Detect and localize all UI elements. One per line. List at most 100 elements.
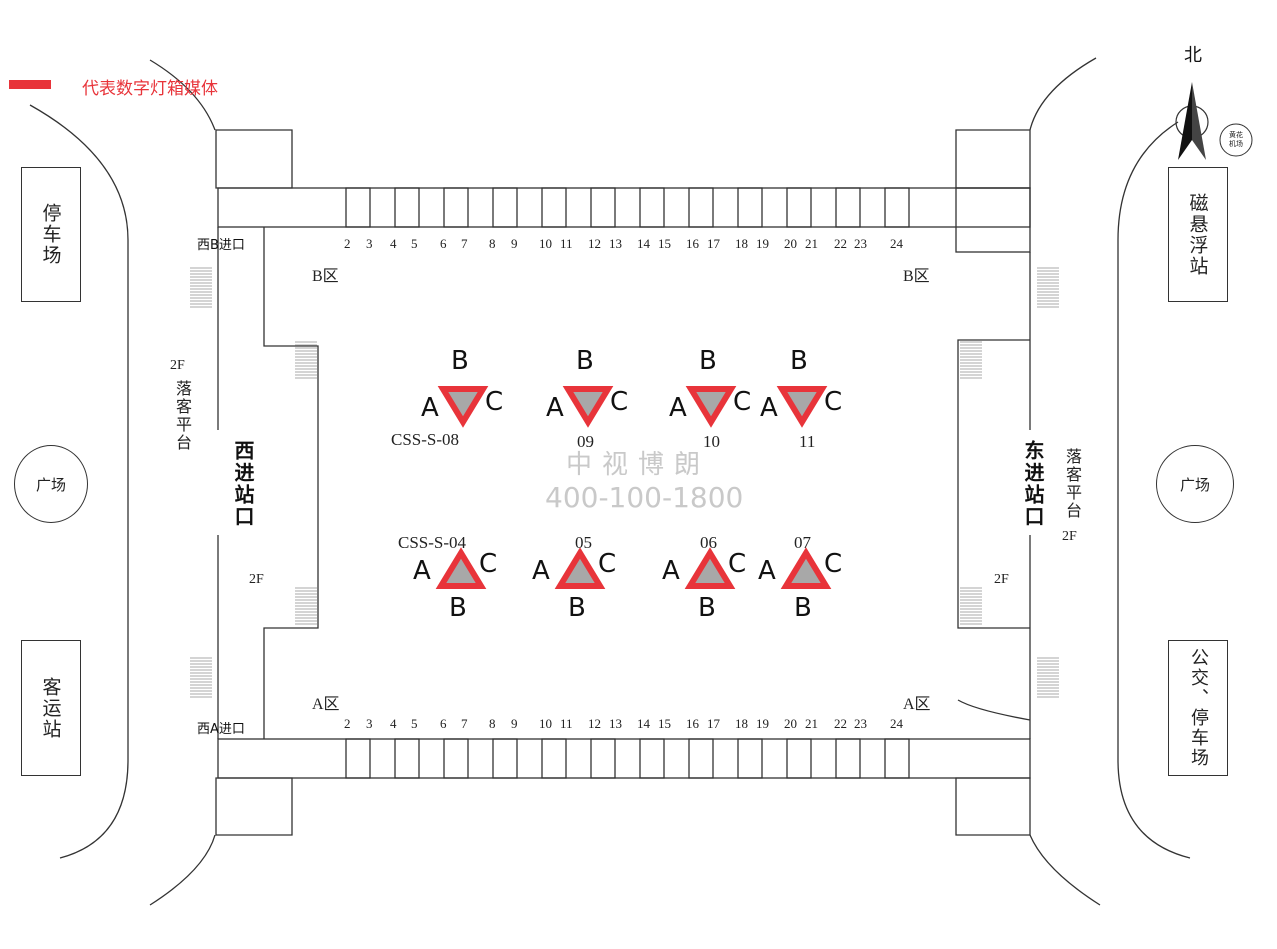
gate-number: 22 xyxy=(834,236,847,251)
maglev-label: 磁悬浮站 xyxy=(1186,192,1209,277)
gate-box xyxy=(443,738,469,779)
gate-number: 12 xyxy=(588,236,601,251)
kiosk-face-a: A xyxy=(662,556,680,586)
gate-box xyxy=(394,738,420,779)
zone-b-right: B区 xyxy=(903,268,930,285)
inner-right-floor: 2F xyxy=(994,572,1009,587)
legend-label: 代表数字灯箱媒体 xyxy=(82,79,218,99)
gate-number: 14 xyxy=(637,236,650,251)
gate-box xyxy=(443,187,469,228)
gate-number: 9 xyxy=(511,236,518,251)
gate-number: 23 xyxy=(854,236,867,251)
kiosk-id: CSS-S-08 xyxy=(391,430,460,449)
kiosk-face-c: C xyxy=(824,549,843,579)
bus-station-box: 客运站 xyxy=(21,640,81,776)
gate-number: 15 xyxy=(658,716,671,731)
kiosk-face-c: C xyxy=(485,387,504,417)
gate-number: 20 xyxy=(784,236,797,251)
kiosk-face-a: A xyxy=(546,393,564,423)
airport-badge: 黄花 机场 xyxy=(1229,131,1243,148)
kiosk-face-c: C xyxy=(733,387,752,417)
plaza-right: 广场 xyxy=(1156,445,1234,523)
kiosk-face-c: C xyxy=(598,549,617,579)
kiosk-face-a: A xyxy=(421,393,439,423)
east-main-entrance: 东进站口 xyxy=(1021,440,1045,528)
gate-number: 18 xyxy=(735,716,748,731)
west-a-entrance: 西A进口 xyxy=(197,722,245,737)
gate-number: 21 xyxy=(805,716,818,731)
kiosk-face-b: B xyxy=(699,346,717,376)
gate-box xyxy=(737,738,763,779)
gate-number: 12 xyxy=(588,716,601,731)
gate-number: 8 xyxy=(489,716,496,731)
kiosk-triangle xyxy=(684,547,736,589)
west-main-entrance: 西进站口 xyxy=(231,440,255,528)
right-platform-floor: 2F xyxy=(1062,529,1077,544)
parking-box: 停车场 xyxy=(21,167,81,302)
gate-box xyxy=(541,187,567,228)
kiosk-id: 05 xyxy=(575,533,592,552)
gate-box xyxy=(688,738,714,779)
gate-number: 19 xyxy=(756,236,769,251)
kiosk-face-b: B xyxy=(449,593,467,623)
gate-number: 24 xyxy=(890,716,903,731)
left-platform-label: 落客平台 xyxy=(173,380,192,452)
inner-left-floor: 2F xyxy=(249,572,264,587)
kiosk-id: 06 xyxy=(700,533,717,552)
gate-box xyxy=(639,187,665,228)
right-platform-label: 落客平台 xyxy=(1063,448,1082,520)
bus-parking-label: 公交、停车场 xyxy=(1188,648,1209,768)
gate-number: 14 xyxy=(637,716,650,731)
gate-number: 17 xyxy=(707,716,720,731)
kiosk-face-c: C xyxy=(824,387,843,417)
gate-number: 6 xyxy=(440,236,447,251)
kiosk-face-b: B xyxy=(698,593,716,623)
gate-box xyxy=(737,187,763,228)
kiosk-id: 09 xyxy=(577,432,594,451)
kiosk-id: 07 xyxy=(794,533,811,552)
gate-number: 21 xyxy=(805,236,818,251)
gate-number: 4 xyxy=(390,716,397,731)
kiosk-triangle xyxy=(435,547,487,589)
gate-number: 2 xyxy=(344,236,351,251)
gate-number: 10 xyxy=(539,716,552,731)
gate-number: 6 xyxy=(440,716,447,731)
gate-box xyxy=(590,738,616,779)
left-platform-floor: 2F xyxy=(170,358,185,373)
gate-number: 23 xyxy=(854,716,867,731)
gate-box xyxy=(786,738,812,779)
gate-number: 3 xyxy=(366,236,373,251)
zone-b-left: B区 xyxy=(312,268,339,285)
gate-number: 3 xyxy=(366,716,373,731)
north-arrow-icon xyxy=(1175,82,1253,160)
gate-box xyxy=(884,738,910,779)
legend-swatch xyxy=(9,80,51,89)
gate-number: 2 xyxy=(344,716,351,731)
gate-number: 13 xyxy=(609,716,622,731)
kiosk-face-a: A xyxy=(758,556,776,586)
parking-label: 停车场 xyxy=(39,203,62,266)
kiosk-triangle xyxy=(685,386,737,428)
kiosk-triangle xyxy=(776,386,828,428)
gate-number: 8 xyxy=(489,236,496,251)
gate-number: 7 xyxy=(461,716,468,731)
gate-number: 22 xyxy=(834,716,847,731)
gate-number: 20 xyxy=(784,716,797,731)
gate-box xyxy=(835,187,861,228)
north-label: 北 xyxy=(1184,45,1202,66)
gate-box xyxy=(394,187,420,228)
kiosk-face-b: B xyxy=(790,346,808,376)
plaza-left: 广场 xyxy=(14,445,88,523)
gate-box xyxy=(884,187,910,228)
kiosk-face-b: B xyxy=(576,346,594,376)
kiosk-triangle xyxy=(562,386,614,428)
kiosk-face-b: B xyxy=(451,346,469,376)
watermark-name: 中视博朗 xyxy=(566,450,711,480)
gate-number: 10 xyxy=(539,236,552,251)
bus-station-label: 客运站 xyxy=(39,676,62,740)
kiosk-id: 11 xyxy=(799,432,816,451)
zone-a-left: A区 xyxy=(312,696,340,713)
bus-parking-box: 公交、停车场 xyxy=(1168,640,1228,776)
kiosk-face-a: A xyxy=(669,393,687,423)
